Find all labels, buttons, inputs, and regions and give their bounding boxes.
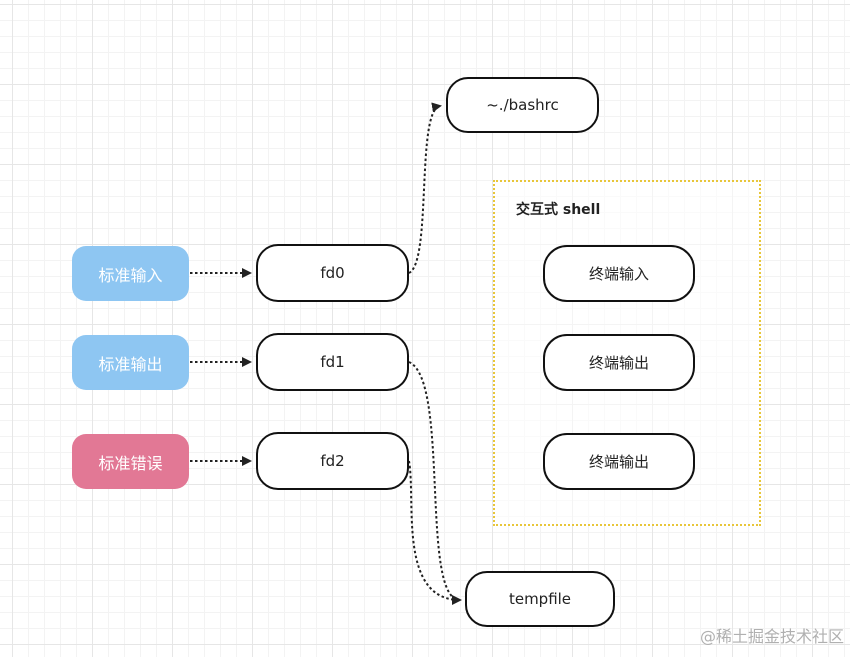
terminal-output-node-2: 终端输出 xyxy=(543,433,695,490)
edge-fd2-tempfile xyxy=(408,460,461,601)
terminal-input-node: 终端输入 xyxy=(543,245,695,302)
stdout-node: 标准输出 xyxy=(72,335,189,390)
tempfile-node: tempfile xyxy=(465,571,615,627)
fd1-node: fd1 xyxy=(256,333,409,391)
edge-fd1-tempfile xyxy=(408,361,462,605)
edge-fd0-bashrc xyxy=(408,102,442,274)
watermark-text: @稀土掘金技术社区 xyxy=(699,627,844,646)
terminal-output-node: 终端输出 xyxy=(543,334,695,391)
interactive-shell-title: 交互式 shell xyxy=(516,202,601,218)
stderr-node: 标准错误 xyxy=(72,434,189,489)
bashrc-node: ~./bashrc xyxy=(446,77,599,133)
stdin-node: 标准输入 xyxy=(72,246,189,301)
fd0-node: fd0 xyxy=(256,244,409,302)
fd2-node: fd2 xyxy=(256,432,409,490)
